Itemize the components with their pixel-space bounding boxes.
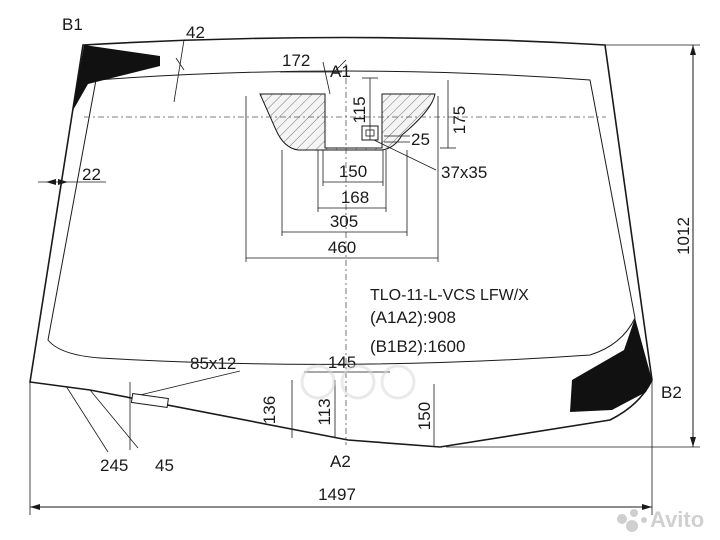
dim-305: 305 [330,212,358,231]
ceramic-corner-b1 [72,45,160,112]
b1b2-length: (B1B2):1600 [370,337,465,356]
dim-85x12: 85x12 [190,354,236,373]
dim-1497: 1497 [318,485,356,504]
avito-watermark: Avito [617,507,704,532]
corner-label-b2: B2 [661,383,682,402]
dim-113: 113 [315,398,334,425]
windshield-outline [29,36,653,448]
dim-172: 172 [282,51,310,70]
dim-136: 136 [260,396,279,424]
corner-label-a2: A2 [330,452,351,471]
inner-border [47,70,636,365]
dim-45: 45 [155,456,174,475]
dim-42: 42 [186,23,205,42]
dim-1012: 1012 [674,217,693,255]
part-code: TLO-11-L-VCS LFW/X [370,287,529,304]
dim-460: 460 [328,238,356,257]
dim-25: 25 [411,130,430,149]
avito-text: Avito [650,507,704,532]
label-area-85x12 [130,392,169,409]
corner-label-b1: B1 [62,15,83,34]
dim-175: 175 [450,106,469,134]
dim-150-bottom: 150 [415,402,434,430]
ceramic-corner-b2 [570,318,652,412]
dim-150-top: 150 [339,162,367,181]
dim-22: 22 [82,165,101,184]
dim-145: 145 [328,353,356,372]
watermark-logo [300,364,416,400]
dim-37x35: 37x35 [441,163,487,182]
a1a2-length: (A1A2):908 [370,308,456,327]
dim-115: 115 [350,96,369,123]
corner-label-a1: A1 [330,62,351,81]
dim-245: 245 [100,456,128,475]
dim-168: 168 [341,188,369,207]
